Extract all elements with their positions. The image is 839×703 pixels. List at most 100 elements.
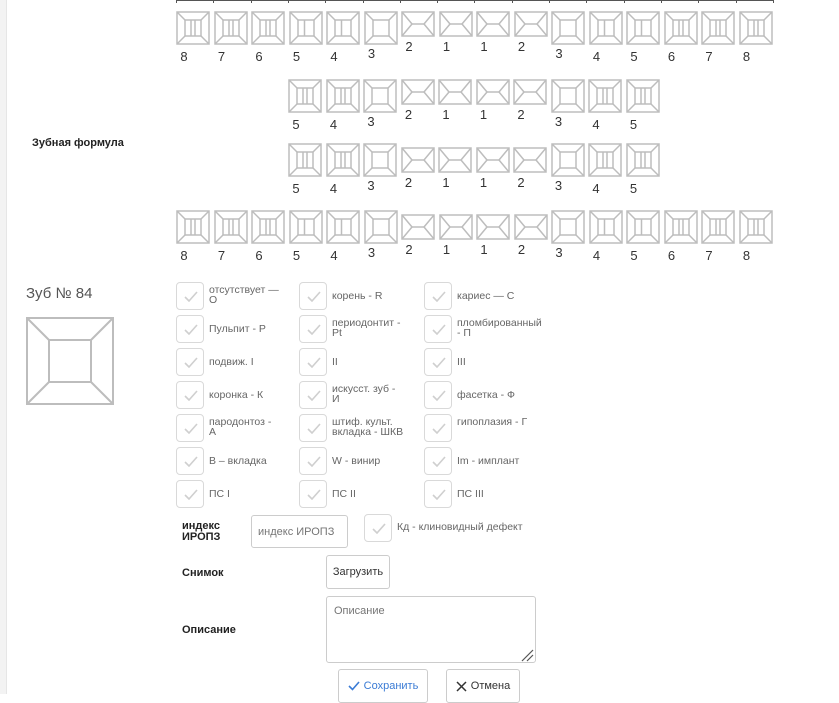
tooth-incisor[interactable] (475, 147, 510, 173)
tooth-molar[interactable] (325, 143, 360, 177)
condition-checkbox[interactable] (176, 282, 204, 310)
condition-checkbox[interactable] (176, 381, 204, 409)
upload-button[interactable]: Загрузить (326, 555, 390, 589)
condition-option[interactable]: кариес — С (424, 282, 544, 314)
condition-option[interactable]: штиф. культ. вкладка - ШКВ (299, 414, 419, 446)
condition-option[interactable]: периодонтит - Pt (299, 315, 419, 347)
tooth-canine[interactable] (550, 143, 585, 177)
tooth-incisor[interactable] (401, 11, 435, 37)
condition-checkbox[interactable] (176, 348, 204, 376)
condition-option[interactable]: ПС II (299, 480, 419, 512)
tooth-premolar[interactable] (626, 210, 660, 244)
condition-checkbox[interactable] (424, 414, 452, 442)
condition-option[interactable]: Im - имплант (424, 447, 544, 479)
tooth-molar[interactable] (738, 210, 773, 244)
tooth-molar[interactable] (663, 11, 698, 45)
condition-checkbox[interactable] (424, 447, 452, 475)
tooth-premolar[interactable] (288, 210, 323, 244)
condition-option[interactable]: подвиж. I (176, 348, 296, 380)
tooth-premolar[interactable] (288, 11, 323, 45)
condition-checkbox[interactable] (424, 381, 452, 409)
kd-option[interactable]: Кд - клиновидный дефект (364, 514, 544, 546)
tooth-incisor[interactable] (438, 11, 473, 37)
tooth-premolar[interactable] (326, 210, 360, 244)
tooth-incisor[interactable] (438, 147, 472, 173)
condition-checkbox[interactable] (424, 282, 452, 310)
condition-option[interactable]: III (424, 348, 544, 380)
tooth-canine[interactable] (363, 11, 398, 45)
condition-option[interactable]: пломбированный - П (424, 315, 544, 347)
tooth-molar[interactable] (288, 79, 322, 113)
condition-option[interactable]: Пульпит - Р (176, 315, 296, 347)
tooth-canine[interactable] (363, 143, 397, 177)
tooth-incisor[interactable] (400, 147, 435, 173)
tooth-molar[interactable] (288, 143, 322, 177)
condition-option[interactable]: II (299, 348, 419, 380)
condition-checkbox[interactable] (176, 480, 204, 508)
condition-checkbox[interactable] (424, 348, 452, 376)
condition-option[interactable]: корень - R (299, 282, 419, 314)
kd-checkbox[interactable] (364, 514, 392, 542)
condition-checkbox[interactable] (299, 315, 327, 343)
condition-checkbox[interactable] (299, 282, 327, 310)
condition-checkbox[interactable] (299, 447, 327, 475)
tooth-molar[interactable] (176, 210, 210, 244)
tooth-molar[interactable] (213, 11, 248, 45)
tooth-canine[interactable] (550, 79, 585, 113)
tooth-canine[interactable] (551, 11, 585, 45)
description-input[interactable] (326, 596, 536, 663)
tooth-molar[interactable] (738, 11, 773, 45)
tooth-incisor[interactable] (513, 214, 548, 240)
condition-checkbox[interactable] (424, 480, 452, 508)
tooth-canine[interactable] (363, 210, 398, 244)
condition-checkbox[interactable] (299, 414, 327, 442)
tooth-incisor[interactable] (513, 147, 547, 173)
condition-checkbox[interactable] (299, 381, 327, 409)
tooth-incisor[interactable] (476, 214, 510, 240)
tooth-premolar[interactable] (626, 11, 660, 45)
tooth-canine[interactable] (363, 79, 397, 113)
tooth-molar[interactable] (251, 210, 285, 244)
tooth-premolar[interactable] (588, 210, 623, 244)
resize-grip-icon[interactable] (521, 649, 534, 662)
condition-option[interactable]: фасетка - Ф (424, 381, 544, 413)
tooth-premolar[interactable] (588, 11, 623, 45)
condition-option[interactable]: ПС III (424, 480, 544, 512)
tooth-molar[interactable] (663, 210, 698, 244)
condition-option[interactable]: W - винир (299, 447, 419, 479)
condition-option[interactable]: отсутствует — О (176, 282, 296, 314)
condition-option[interactable]: В – вкладка (176, 447, 296, 479)
tooth-molar[interactable] (588, 143, 622, 177)
tooth-molar[interactable] (701, 210, 735, 244)
tooth-incisor[interactable] (513, 11, 548, 37)
tooth-molar[interactable] (176, 11, 210, 45)
tooth-molar[interactable] (625, 143, 660, 177)
tooth-molar[interactable] (701, 11, 735, 45)
condition-option[interactable]: пародонтоз - А (176, 414, 296, 446)
condition-checkbox[interactable] (299, 348, 327, 376)
condition-option[interactable]: гипоплазия - Г (424, 414, 544, 446)
tooth-premolar[interactable] (326, 11, 360, 45)
condition-checkbox[interactable] (176, 414, 204, 442)
condition-option[interactable]: коронка - К (176, 381, 296, 413)
save-button[interactable]: Сохранить (338, 669, 428, 703)
tooth-molar[interactable] (625, 79, 660, 113)
tooth-incisor[interactable] (438, 79, 472, 105)
tooth-molar[interactable] (325, 79, 360, 113)
tooth-incisor[interactable] (513, 79, 547, 105)
tooth-molar[interactable] (251, 11, 285, 45)
tooth-incisor[interactable] (475, 79, 510, 105)
tooth-incisor[interactable] (438, 214, 473, 240)
cancel-button[interactable]: Отмена (446, 669, 520, 703)
condition-checkbox[interactable] (176, 447, 204, 475)
condition-checkbox[interactable] (299, 480, 327, 508)
condition-checkbox[interactable] (424, 315, 452, 343)
condition-checkbox[interactable] (176, 315, 204, 343)
tooth-incisor[interactable] (476, 11, 510, 37)
index-input[interactable] (251, 515, 348, 548)
tooth-molar[interactable] (588, 79, 622, 113)
condition-option[interactable]: ПС I (176, 480, 296, 512)
tooth-incisor[interactable] (401, 214, 435, 240)
tooth-molar[interactable] (213, 210, 248, 244)
condition-option[interactable]: искусст. зуб - И (299, 381, 419, 413)
